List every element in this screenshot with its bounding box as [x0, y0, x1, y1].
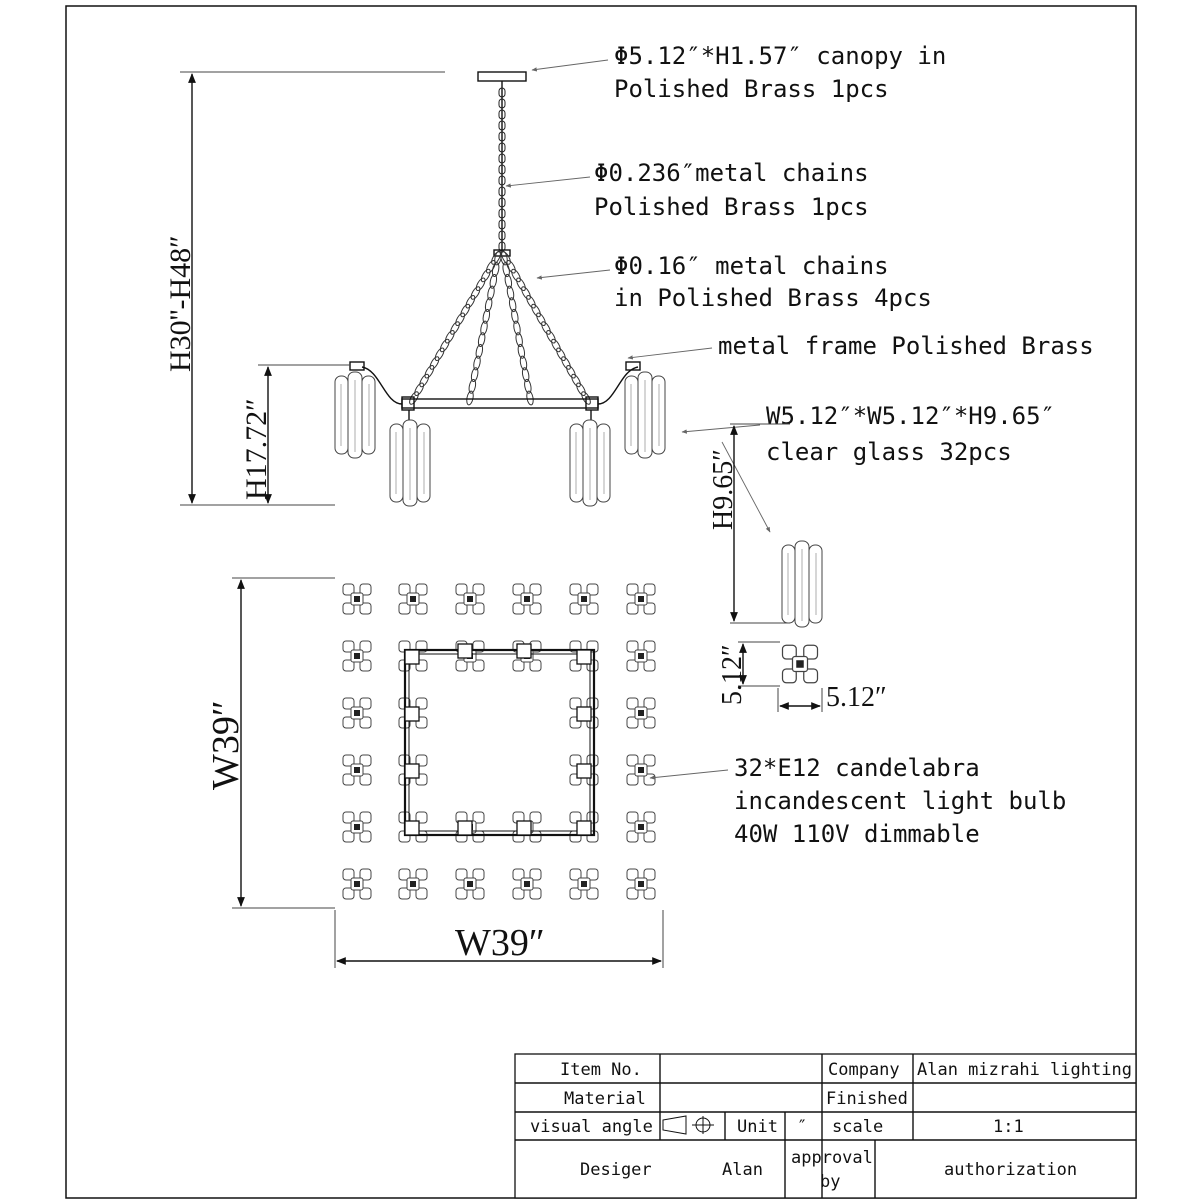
callout-frame: metal frame Polished Brass	[627, 332, 1094, 360]
glass-cluster	[624, 371, 666, 459]
item-no-label: Item No.	[560, 1060, 642, 1080]
glass-detail-side: H9.65″	[708, 423, 823, 628]
glass-cluster	[334, 371, 376, 459]
glass-top-view	[626, 868, 656, 900]
title-block: Item No. Company Alan mizrahi lighting M…	[514, 1053, 1137, 1199]
body-height-dimension: H17.72″	[240, 364, 350, 504]
main-chain-spec-line2: Polished Brass 1pcs	[594, 193, 869, 221]
glass-top-view	[455, 868, 485, 900]
glass-top-view	[626, 811, 656, 843]
glass-top-view	[342, 640, 372, 672]
company-label: Company	[828, 1060, 900, 1080]
glass-top-view	[342, 754, 372, 786]
designer-label: Desiger	[580, 1160, 652, 1180]
authorization-label: authorization	[944, 1160, 1077, 1180]
finished-label: Finished	[826, 1089, 908, 1109]
glass-top-view	[512, 868, 542, 900]
arm-chain-spec-line1: Φ0.16″ metal chains	[614, 252, 889, 280]
glass-top-view	[342, 868, 372, 900]
glass-top-view	[569, 868, 599, 900]
glass-spec-line1: W5.12″*W5.12″*H9.65″	[766, 402, 1055, 430]
glass-height-label: H9.65″	[708, 449, 739, 530]
callout-glass: W5.12″*W5.12″*H9.65″ clear glass 32pcs	[681, 402, 1055, 533]
projection-symbol-icon	[662, 1115, 714, 1135]
chandelier-plan	[342, 583, 656, 900]
glass-top-view	[569, 583, 599, 615]
main-chain-spec-line1: Φ0.236″metal chains	[594, 159, 869, 187]
glass-top-view	[398, 583, 428, 615]
glass-top-view	[626, 640, 656, 672]
glass-top-view	[342, 583, 372, 615]
arm-chains	[409, 250, 591, 406]
chandelier-elevation	[334, 71, 666, 507]
designer-value: Alan	[722, 1160, 763, 1180]
plan-width-vertical: W39″	[205, 577, 335, 909]
scale-value: 1:1	[993, 1117, 1024, 1137]
callout-arm-chains: Φ0.16″ metal chains in Polished Brass 4p…	[536, 252, 932, 312]
width-horizontal-label: W39″	[455, 922, 545, 964]
glass-spec-line2: clear glass 32pcs	[766, 438, 1012, 466]
canopy-spec-line1: Φ5.12″*H1.57″ canopy in	[614, 42, 946, 70]
callout-canopy: Φ5.12″*H1.57″ canopy in Polished Brass 1…	[531, 42, 946, 103]
glass-top-view	[626, 583, 656, 615]
glass-top-view	[512, 583, 542, 615]
callout-main-chain: Φ0.236″metal chains Polished Brass 1pcs	[505, 159, 869, 221]
callout-bulb: 32*E12 candelabra incandescent light bul…	[649, 754, 1066, 848]
company-value: Alan mizrahi lighting	[917, 1060, 1132, 1080]
glass-grid	[342, 583, 656, 900]
glass-top-view	[626, 697, 656, 729]
plan-frame	[403, 648, 596, 837]
bulb-spec-line2: incandescent light bulb	[734, 787, 1066, 815]
glass-top-view	[342, 697, 372, 729]
glass-cluster	[569, 419, 611, 507]
glass-top-view	[342, 811, 372, 843]
glass-top-view	[626, 754, 656, 786]
visual-angle-label: visual angle	[530, 1117, 653, 1137]
glass-top-view	[398, 868, 428, 900]
overall-height-label: H30''-H48″	[164, 235, 197, 372]
width-vertical-label: W39″	[205, 700, 247, 790]
approval-label-line1: approval	[791, 1148, 873, 1168]
material-label: Material	[564, 1089, 646, 1109]
main-chain	[498, 81, 506, 252]
glass-side-h-label: 5.12″	[826, 682, 887, 713]
plan-width-horizontal: W39″	[334, 910, 664, 968]
frame-bar	[401, 398, 599, 409]
arm-chain-spec-line2: in Polished Brass 4pcs	[614, 284, 932, 312]
scale-label: scale	[832, 1117, 883, 1137]
unit-value: ″	[797, 1117, 807, 1137]
body-height-label: H17.72″	[240, 398, 273, 500]
approval-label-line2: by	[820, 1172, 840, 1192]
bulb-spec-line3: 40W 110V dimmable	[734, 820, 980, 848]
glass-cluster	[389, 419, 431, 507]
canopy-spec-line2: Polished Brass 1pcs	[614, 75, 889, 103]
unit-label: Unit	[737, 1117, 778, 1137]
frame-spec: metal frame Polished Brass	[718, 332, 1094, 360]
glass-top-view	[455, 583, 485, 615]
glass-side-v-label: 5.12″	[717, 644, 748, 705]
canopy	[477, 71, 527, 82]
glass-detail-top: 5.12″ 5.12″	[717, 641, 887, 713]
overall-height-dimension: H30''-H48″	[164, 71, 445, 506]
bulb-spec-line1: 32*E12 candelabra	[734, 754, 980, 782]
